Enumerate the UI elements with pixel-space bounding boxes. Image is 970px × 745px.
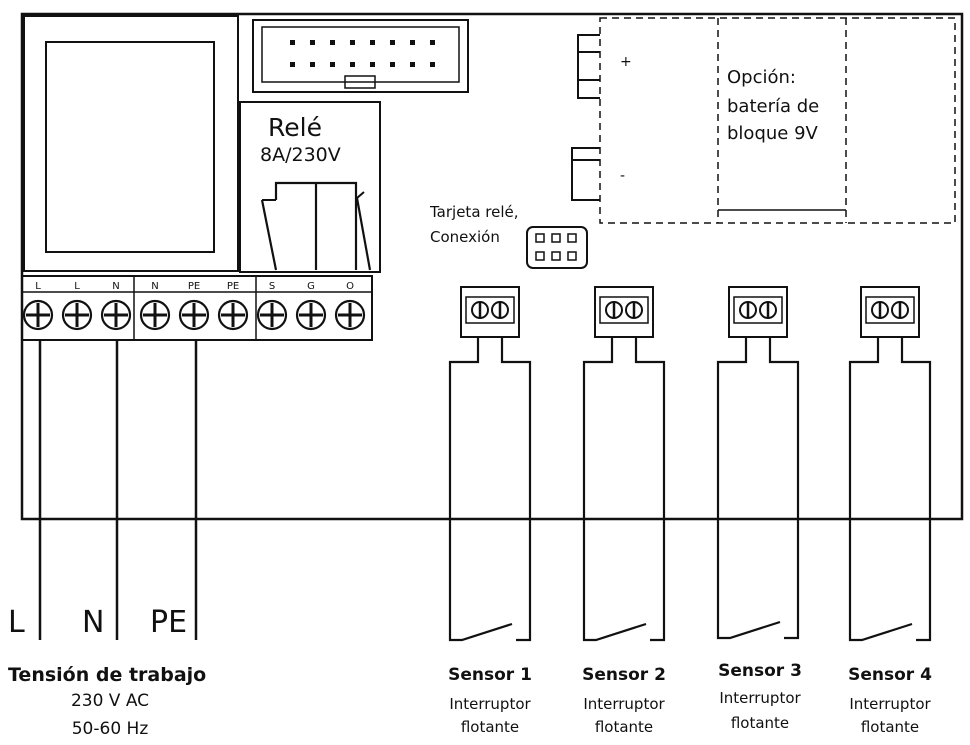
connector-pin xyxy=(330,62,335,67)
terminal-screw xyxy=(139,299,171,331)
sensor-2-switch xyxy=(582,286,666,642)
connector-pin xyxy=(390,62,395,67)
terminal-label: S xyxy=(269,281,275,292)
connector-pin xyxy=(390,40,395,45)
terminal-label: N xyxy=(151,281,158,292)
sensor-3-name: Sensor 3 xyxy=(718,661,802,681)
relay-card-label-2: Conexión xyxy=(430,228,500,246)
terminal-screw xyxy=(22,299,54,331)
connector-pin xyxy=(430,62,435,67)
battery-holder: + - xyxy=(571,17,956,224)
relay xyxy=(239,101,381,273)
terminal-screw xyxy=(295,299,327,331)
supply-voltage: 230 V AC xyxy=(70,691,150,711)
sensor-4-type-1: Interruptor xyxy=(849,695,931,713)
sensor-1-switch xyxy=(448,286,532,642)
connector-pin xyxy=(330,40,335,45)
terminal-strip: L L N N PE PE S G O xyxy=(21,275,373,341)
relay-rating: 8A/230V xyxy=(260,144,341,166)
wire-label-pe: PE xyxy=(150,605,188,640)
connector-pin xyxy=(310,40,315,45)
terminal-screw xyxy=(256,299,288,331)
terminal-label: N xyxy=(112,281,119,292)
relay-card-connector xyxy=(526,226,588,269)
terminal-label: L xyxy=(74,281,80,292)
supply-wires xyxy=(38,340,198,640)
sensor-4-name: Sensor 4 xyxy=(848,665,932,685)
connector-pin xyxy=(410,40,415,45)
terminal-label: G xyxy=(307,281,315,292)
connector-pin xyxy=(430,40,435,45)
sensor-3-type-1: Interruptor xyxy=(719,689,801,707)
sensor-2-type-2: flotante xyxy=(594,718,654,736)
sensor-4-type-2: flotante xyxy=(860,718,920,736)
connector-pin xyxy=(290,62,295,67)
connector-pin xyxy=(310,62,315,67)
supply-frequency: 50-60 Hz xyxy=(71,719,149,739)
battery-label-3: bloque 9V xyxy=(727,123,818,144)
relay-card-label-1: Tarjeta relé, xyxy=(430,203,519,221)
sensor-3-type-2: flotante xyxy=(730,714,790,732)
sensor-2-name: Sensor 2 xyxy=(582,665,666,685)
connector-pin xyxy=(350,40,355,45)
supply-title: Tensión de trabajo xyxy=(8,664,207,686)
ribbon-connector xyxy=(252,19,469,93)
battery-plus: + xyxy=(620,54,632,70)
sensor-2-type-1: Interruptor xyxy=(583,695,665,713)
terminal-screw xyxy=(334,299,366,331)
sensor-1-type-1: Interruptor xyxy=(449,695,531,713)
terminal-label: PE xyxy=(227,281,239,292)
transformer xyxy=(23,15,239,272)
battery-label-1: Opción: xyxy=(727,67,796,88)
connector-pin xyxy=(370,62,375,67)
sensor-3-switch xyxy=(716,286,800,640)
terminal-screw xyxy=(61,299,93,331)
connector-pin xyxy=(290,40,295,45)
connector-pin xyxy=(410,62,415,67)
terminal-screw xyxy=(100,299,132,331)
circuit-board xyxy=(20,12,964,521)
connector-pin xyxy=(370,40,375,45)
relay-title: Relé xyxy=(268,113,322,142)
sensor-1-name: Sensor 1 xyxy=(448,665,532,685)
terminal-label: L xyxy=(35,281,41,292)
wire-label-n: N xyxy=(82,605,105,640)
battery-minus: - xyxy=(620,168,625,184)
terminal-label: PE xyxy=(188,281,200,292)
terminal-screw xyxy=(178,299,210,331)
sensor-1-type-2: flotante xyxy=(460,718,520,736)
terminal-screw xyxy=(217,299,249,331)
connector-pin xyxy=(350,62,355,67)
wire-label-l: L xyxy=(8,605,25,640)
battery-label-2: batería de xyxy=(727,96,820,117)
terminal-label: O xyxy=(346,281,354,292)
sensor-4-switch xyxy=(848,286,932,642)
